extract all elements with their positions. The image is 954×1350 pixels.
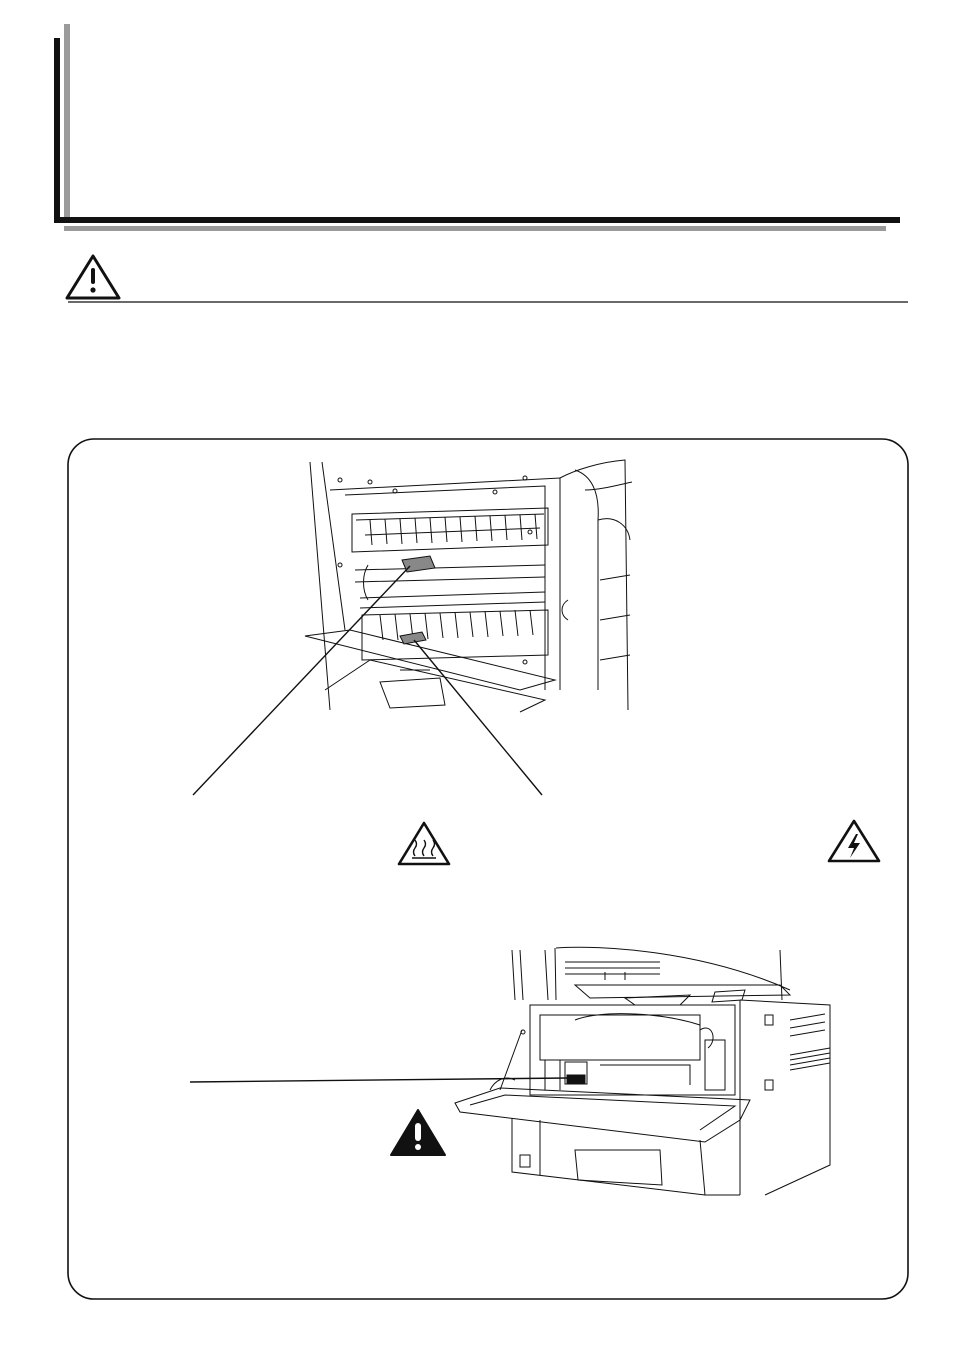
hot-surface-warning-icon [397,821,451,866]
header-rule [54,24,900,231]
fuser-unit-rear-illustration [304,459,633,713]
high-voltage-warning-icon [827,819,881,863]
front-cover-open-illustration [454,946,831,1196]
warning-solid-triangle-icon [390,1109,446,1156]
label-leader-lines [192,565,543,796]
caution-triangle-icon [65,254,121,300]
component-leader-line [189,1077,569,1083]
figure-frame [67,438,909,1300]
